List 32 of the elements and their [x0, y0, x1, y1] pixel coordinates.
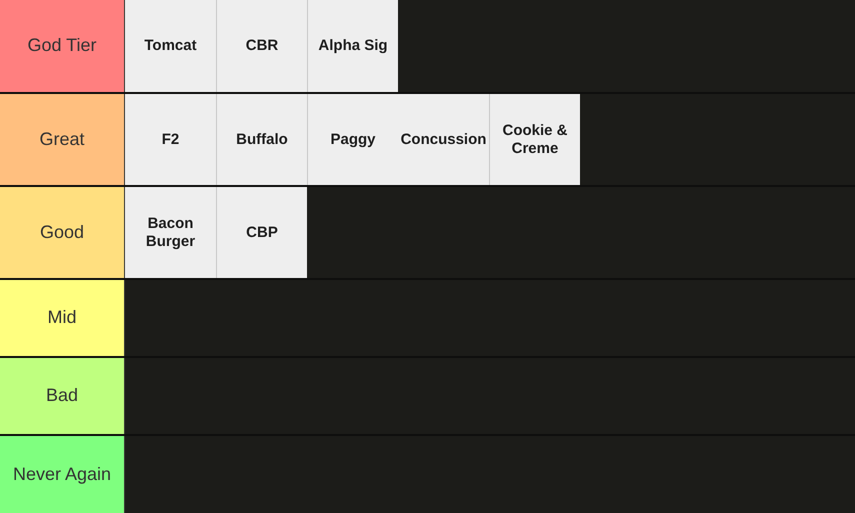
item-name: F2: [160, 130, 180, 148]
item-name: Buffalo: [235, 130, 289, 148]
item-card: [489, 94, 580, 185]
item-name: Concussion: [400, 130, 488, 148]
item-card: [125, 187, 216, 278]
item-name: Tomcat: [143, 37, 198, 55]
item-card: [125, 0, 216, 92]
tier-row: [0, 436, 855, 513]
item-name: CBR: [244, 37, 280, 55]
item-card: [216, 0, 307, 92]
tier-label: Good: [40, 222, 84, 244]
item-name: Alpha Sig: [317, 37, 389, 55]
item-card: [307, 94, 398, 185]
item-card: [398, 94, 489, 185]
tier-row: [0, 94, 855, 185]
item-card: [216, 187, 307, 278]
item-name: Bacon Burger: [144, 215, 196, 250]
item-name: Paggy: [329, 130, 376, 148]
tier-row: [0, 0, 855, 92]
item-card: [125, 94, 216, 185]
item-card: [307, 0, 398, 92]
tier-label: Mid: [47, 307, 76, 329]
tier-label: Bad: [46, 385, 78, 407]
item-card: [216, 94, 307, 185]
item-name: CBP: [245, 224, 279, 242]
tier-label: Never Again: [12, 464, 112, 486]
tier-row: [0, 187, 855, 278]
tier-row: [0, 358, 855, 434]
tier-label: God Tier: [27, 35, 97, 57]
tier-label: Great: [39, 128, 85, 150]
tier-row: [0, 280, 855, 356]
item-name: Cookie & Creme: [501, 122, 568, 157]
